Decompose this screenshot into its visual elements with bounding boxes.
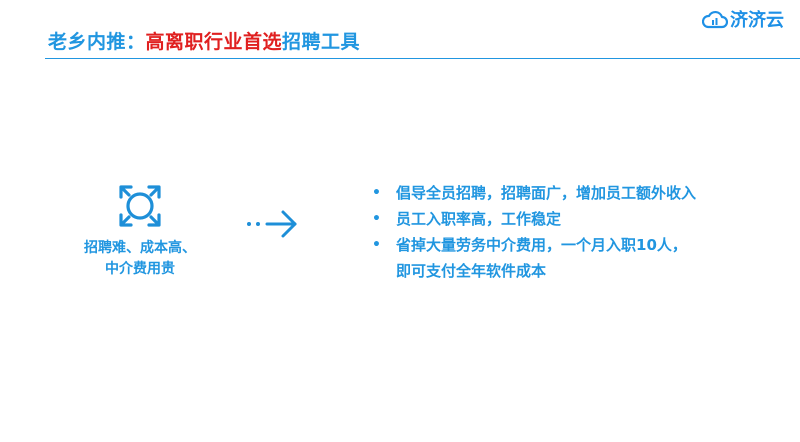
benefit-text: 倡导全员招聘，招聘面广，增加员工额外收入 (396, 184, 697, 202)
list-item: • 员工入职率高，工作稳定 (372, 206, 696, 232)
pain-points: 招聘难、成本高、 中介费用贵 (70, 238, 210, 280)
expand-arrows-icon (119, 185, 161, 227)
list-item: • 省掉大量劳务中介费用，一个月入职10人， (372, 232, 696, 258)
benefit-list: • 倡导全员招聘，招聘面广，增加员工额外收入 • 员工入职率高，工作稳定 • 省… (372, 180, 696, 284)
title-suffix: 招聘工具 (282, 31, 361, 53)
right-arrow-icon (247, 210, 297, 238)
pain-line-2: 中介费用贵 (105, 261, 175, 277)
benefit-text: 员工入职率高，工作稳定 (396, 210, 562, 228)
brand-logo: 济济云 (702, 4, 800, 34)
title-prefix: 老乡内推： (48, 31, 146, 53)
bullet-icon: • (372, 211, 381, 227)
pain-line-1: 招聘难、成本高、 (84, 240, 196, 256)
brand-name: 济济云 (730, 10, 784, 31)
benefit-text-continued: 即可支付全年软件成本 (396, 262, 547, 280)
benefit-text: 省掉大量劳务中介费用，一个月入职10人， (396, 236, 687, 254)
page-title: 老乡内推：高离职行业首选招聘工具 (48, 27, 360, 54)
title-highlight: 高离职行业首选 (145, 31, 283, 53)
cloud-icon (702, 10, 728, 29)
list-item: • 倡导全员招聘，招聘面广，增加员工额外收入 (372, 180, 696, 206)
title-divider (45, 58, 800, 59)
bullet-icon: • (372, 185, 381, 201)
bullet-icon: • (372, 237, 381, 253)
